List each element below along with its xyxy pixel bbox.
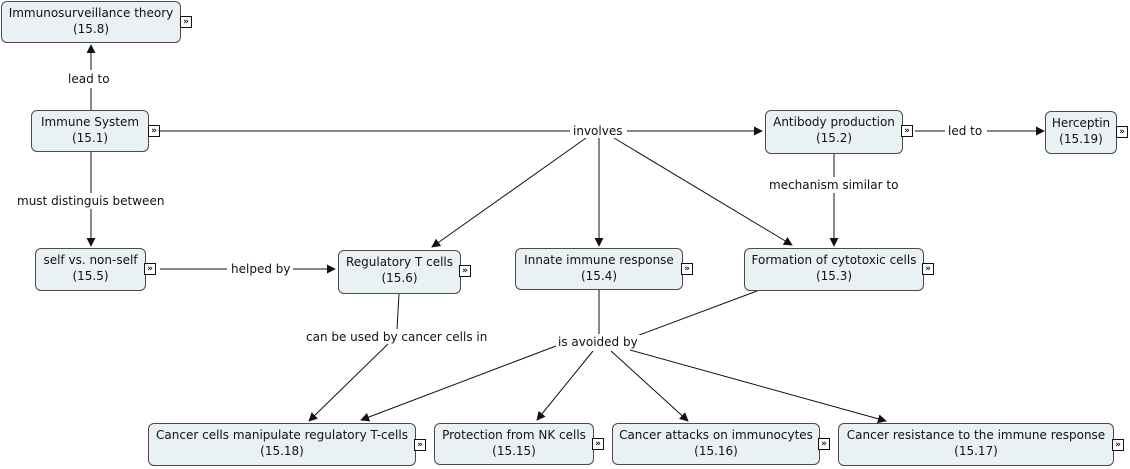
- expand-icon[interactable]: »: [592, 438, 604, 450]
- node-number: (15.17): [954, 444, 998, 458]
- node-title: Cancer attacks on immunocytes: [619, 428, 813, 442]
- node-number: (15.6): [381, 271, 418, 285]
- expand-icon[interactable]: »: [922, 263, 934, 275]
- node-title: Formation of cytotoxic cells: [751, 253, 917, 267]
- node-antibody-production[interactable]: Antibody production (15.2): [765, 110, 903, 154]
- node-cancer-resistance-to-the-immune-response[interactable]: Cancer resistance to the immune response…: [838, 423, 1114, 466]
- node-number: (15.5): [72, 269, 109, 283]
- node-number: (15.18): [260, 444, 304, 458]
- link-label-can-be-used-by-cancer-cells-in: can be used by cancer cells in: [304, 330, 490, 344]
- node-regulatory-t-cells[interactable]: Regulatory T cells (15.6): [338, 250, 461, 294]
- node-number: (15.15): [492, 444, 536, 458]
- expand-icon[interactable]: »: [1112, 439, 1124, 451]
- node-immune-system[interactable]: Immune System (15.1): [31, 110, 149, 152]
- expand-icon[interactable]: »: [148, 125, 160, 137]
- node-title: Immune System: [40, 115, 140, 129]
- node-number: (15.19): [1059, 132, 1103, 146]
- link-label-led-to: led to: [946, 124, 985, 138]
- link-label-mechanism-similar-to: mechanism similar to: [767, 178, 901, 192]
- node-title: Antibody production: [773, 115, 895, 129]
- node-number: (15.4): [580, 269, 618, 283]
- node-formation-of-cytotoxic-cells[interactable]: Formation of cytotoxic cells (15.3): [744, 248, 924, 291]
- node-title: Innate immune response: [524, 253, 674, 267]
- link-label-must-distinguis-between: must distinguis between: [15, 194, 167, 208]
- node-cancer-attacks-on-immunocytes[interactable]: Cancer attacks on immunocytes (15.16): [612, 423, 820, 465]
- node-herceptin[interactable]: Herceptin (15.19): [1045, 111, 1117, 154]
- node-self-vs-non-self[interactable]: self vs. non-self (15.5): [35, 248, 146, 291]
- node-title: Immunosurveillance theory: [8, 6, 174, 20]
- node-title: Regulatory T cells: [345, 255, 454, 269]
- node-number: (15.3): [815, 269, 853, 283]
- node-innate-immune-response[interactable]: Innate immune response (15.4): [515, 248, 683, 290]
- expand-icon[interactable]: »: [414, 439, 426, 451]
- link-label-is-avoided-by: is avoided by: [556, 335, 640, 349]
- expand-icon[interactable]: »: [180, 16, 192, 28]
- expand-icon[interactable]: »: [144, 263, 156, 275]
- node-number: (15.16): [694, 444, 738, 458]
- node-number: (15.1): [71, 131, 109, 145]
- node-immunosurveillance-theory[interactable]: Immunosurveillance theory (15.8): [1, 1, 181, 43]
- node-title: Protection from NK cells: [442, 428, 586, 442]
- node-title: Cancer resistance to the immune response: [846, 428, 1106, 442]
- expand-icon[interactable]: »: [901, 125, 913, 137]
- node-title: self vs. non-self: [43, 253, 138, 267]
- link-label-lead-to: lead to: [66, 72, 112, 86]
- node-number: (15.2): [815, 131, 853, 145]
- node-number: (15.8): [72, 22, 110, 36]
- expand-icon[interactable]: »: [459, 265, 471, 277]
- link-label-involves: involves: [571, 124, 625, 138]
- link-label-helped-by: helped by: [229, 262, 293, 276]
- expand-icon[interactable]: »: [681, 263, 693, 275]
- expand-icon[interactable]: »: [1116, 126, 1128, 138]
- node-title: Herceptin: [1051, 116, 1111, 130]
- node-title: Cancer cells manipulate regulatory T-cel…: [156, 428, 408, 442]
- expand-icon[interactable]: »: [818, 438, 830, 450]
- node-cancer-cells-manipulate-regulatory-t-cells[interactable]: Cancer cells manipulate regulatory T-cel…: [148, 423, 416, 466]
- node-protection-from-nk-cells[interactable]: Protection from NK cells (15.15): [434, 423, 594, 465]
